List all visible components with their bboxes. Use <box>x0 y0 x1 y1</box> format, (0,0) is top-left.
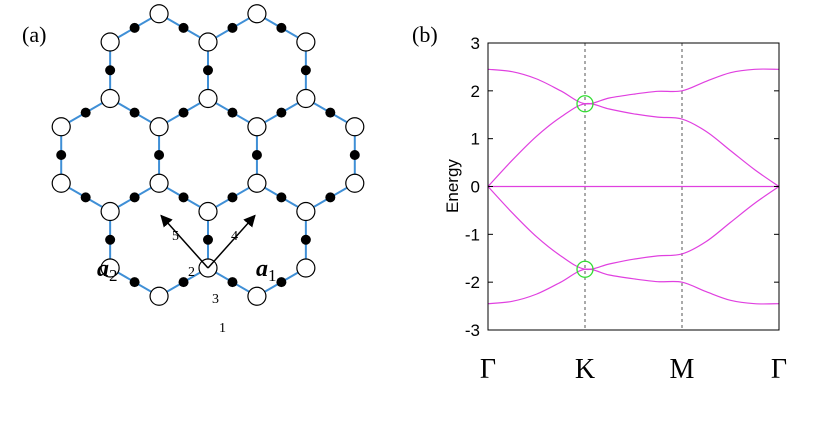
site-label-2: 2 <box>188 265 195 280</box>
filled-site <box>178 192 189 203</box>
open-site <box>198 201 218 222</box>
filled-site <box>227 192 238 203</box>
site-label-3: 3 <box>212 292 219 307</box>
x-tick-label: Γ <box>480 354 496 385</box>
dirac-point-markers <box>576 95 594 278</box>
y-tick-label: 1 <box>471 130 480 149</box>
panel-b-label: (b) <box>412 22 438 47</box>
y-tick-label: 3 <box>471 34 480 53</box>
y-tick-label: -1 <box>465 225 480 244</box>
open-site <box>247 4 267 24</box>
open-site <box>296 32 316 52</box>
vector-a2-label: a2 <box>97 256 118 285</box>
site-label-1: 1 <box>219 321 226 336</box>
open-site <box>296 88 316 109</box>
filled-site <box>227 107 238 118</box>
filled-site <box>178 22 189 33</box>
filled-site <box>300 234 311 245</box>
filled-site <box>178 107 189 118</box>
x-tick-label: M <box>670 354 695 385</box>
band-structure-chart: 3 2 1 0 -1 -2 -3 Γ K M Γ Energy <box>443 34 787 385</box>
filled-site <box>203 65 213 76</box>
filled-site <box>105 234 116 245</box>
honeycomb-lattice <box>51 4 365 306</box>
site-label-4: 4 <box>231 229 238 244</box>
filled-site <box>129 192 140 203</box>
filled-site <box>300 65 311 76</box>
dirac-point-marker <box>576 260 594 278</box>
open-site <box>345 173 365 193</box>
vector-a2-arrow <box>160 214 209 269</box>
filled-site <box>276 107 287 118</box>
filled-site <box>154 150 165 160</box>
x-tick-label: Γ <box>771 354 787 385</box>
open-site <box>345 117 365 137</box>
band-line-5 <box>487 268 780 305</box>
filled-site <box>203 234 213 245</box>
open-site <box>100 88 120 109</box>
open-site <box>149 4 169 24</box>
vector-a1-label: a1 <box>256 256 277 285</box>
vector-a1-arrow <box>207 214 256 269</box>
filled-site <box>325 192 336 203</box>
band-line-4 <box>487 186 780 271</box>
x-tick-label: K <box>575 354 595 385</box>
filled-site <box>251 150 262 160</box>
y-tick-label: 2 <box>471 82 480 101</box>
energy-bands <box>487 68 780 305</box>
lattice-bonds <box>60 12 356 298</box>
open-site <box>51 117 71 137</box>
filled-site <box>129 107 140 118</box>
y-tick-label: 0 <box>471 178 480 197</box>
open-site <box>51 173 71 193</box>
y-tick-label: -2 <box>465 273 480 292</box>
filled-site <box>349 150 360 160</box>
open-site <box>100 201 120 222</box>
site-labels: 1 2 3 4 5 <box>172 229 238 336</box>
open-site <box>149 286 169 306</box>
filled-site <box>178 277 189 288</box>
band-line-2 <box>487 102 780 187</box>
site-label-5: 5 <box>172 229 179 244</box>
open-site <box>296 258 316 278</box>
open-site <box>149 117 169 137</box>
open-site <box>247 286 267 306</box>
vertex-sites <box>51 4 365 306</box>
open-site <box>149 173 169 193</box>
open-site <box>247 117 267 137</box>
filled-site <box>105 65 116 76</box>
filled-site <box>56 150 67 160</box>
dirac-point-marker <box>576 95 594 113</box>
lattice-vectors: a1 a2 <box>97 214 277 285</box>
open-site <box>247 173 267 193</box>
filled-site <box>325 107 336 118</box>
filled-site <box>276 277 287 288</box>
y-tick-label: -3 <box>465 321 480 340</box>
filled-site <box>80 192 91 203</box>
filled-site <box>227 277 238 288</box>
filled-site <box>129 22 140 33</box>
filled-site <box>276 22 287 33</box>
open-site <box>198 32 218 52</box>
filled-site <box>276 192 287 203</box>
filled-site <box>227 22 238 33</box>
open-site <box>100 32 120 52</box>
filled-site <box>129 277 140 288</box>
y-axis-label: Energy <box>443 159 462 213</box>
open-site <box>296 201 316 222</box>
y-axis-ticks: 3 2 1 0 -1 -2 -3 <box>465 34 779 340</box>
open-site <box>198 88 218 109</box>
edge-center-sites <box>56 22 360 288</box>
filled-site <box>80 107 91 118</box>
open-site <box>100 258 120 278</box>
band-line-1 <box>487 68 780 105</box>
panel-a-label: (a) <box>22 22 46 47</box>
